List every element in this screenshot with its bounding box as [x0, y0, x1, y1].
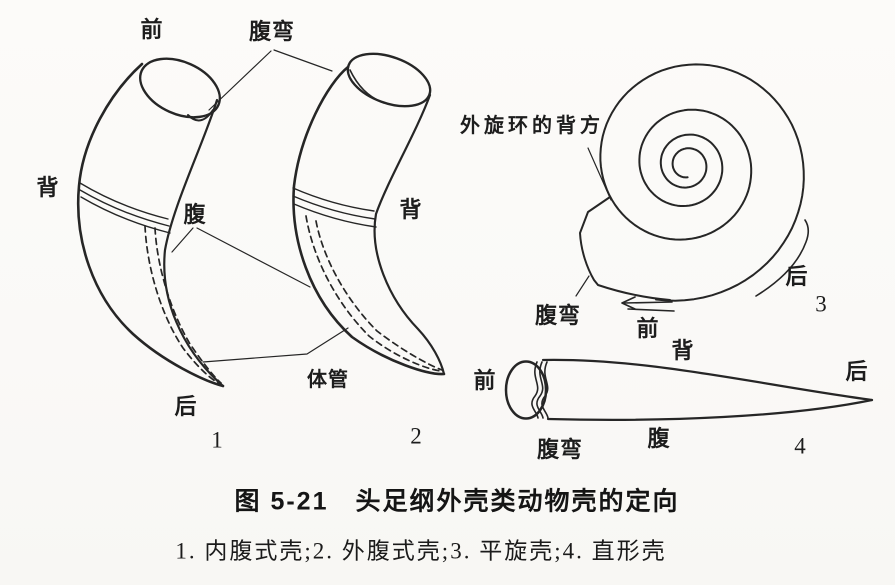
outer-whorl-dorsal-leader — [587, 147, 612, 201]
shell2-left-edge — [292, 65, 446, 376]
arrow-underline — [627, 308, 675, 312]
shell1-growth-lines — [79, 182, 171, 234]
siphuncle-label: 体管 — [307, 369, 349, 391]
shell1-endogastric — [76, 57, 225, 388]
dorsal-label-shell4: 背 — [671, 338, 695, 363]
venter-label-shell4: 腹 — [647, 426, 671, 451]
shell1-inner-edge — [163, 98, 225, 388]
growth-direction-arrow — [621, 296, 675, 312]
shell1-number: 1 — [211, 427, 223, 453]
spiral-ventral-bend-leader — [575, 275, 590, 297]
rear-label-shell4: 后 — [845, 359, 869, 384]
shell2-exogastric — [292, 52, 446, 376]
dorsal-label-shell1: 背 — [36, 175, 60, 200]
planispiral-body-chamber — [579, 196, 671, 301]
ventral-bend-label-shell4: 腹弯 — [536, 437, 584, 462]
figure-subcaption: 1. 内腹式壳;2. 外腹式壳;3. 平旋壳;4. 直形壳 — [175, 538, 667, 564]
front-label-shell4: 前 — [473, 368, 497, 393]
venter-label: 腹 — [183, 202, 207, 227]
arrow-head — [621, 296, 636, 310]
figure-caption: 图 5-21 头足纲外壳类动物壳的定向 — [234, 487, 680, 516]
front-label-spiral: 前 — [636, 316, 660, 341]
ventral-bend-leader-left — [208, 50, 272, 111]
planispiral-outer-lip-arc — [755, 219, 810, 297]
ventral-bend-leader-right — [273, 49, 333, 72]
shell2-number: 2 — [410, 423, 422, 449]
shell1-outer-edge — [76, 62, 225, 388]
planispiral-whorls — [599, 63, 805, 302]
shell1-aperture-lip — [187, 109, 214, 122]
shell4-number: 4 — [794, 433, 806, 459]
spiral-number: 3 — [815, 291, 827, 317]
shell3-planispiral — [575, 63, 810, 312]
shell4-growth-waves — [531, 361, 549, 419]
siphuncle-leader — [202, 327, 349, 363]
dorsal-label-shell2: 背 — [399, 197, 423, 222]
shell2-right-edge — [373, 93, 446, 376]
arrow-shaft — [623, 301, 673, 304]
outer-whorl-dorsal-label: 外旋环的背方 — [460, 115, 604, 137]
shell2-aperture-lip — [349, 69, 385, 104]
rear-label-shell1: 后 — [174, 394, 198, 419]
shell4-top-edge — [541, 358, 874, 402]
shell4-straight — [504, 358, 874, 421]
ventral-bend-label-top: 腹弯 — [248, 19, 296, 44]
venter-leader-left — [171, 227, 194, 253]
shell2-growth-lines — [292, 187, 377, 228]
shell1-aperture — [139, 57, 221, 119]
rear-label-spiral: 后 — [785, 264, 809, 289]
front-label-shell1: 前 — [140, 17, 164, 42]
venter-leader-right — [196, 227, 311, 288]
shell4-bottom-edge — [546, 398, 874, 421]
shell1-siphuncle-dashes — [144, 225, 222, 385]
shell4-aperture — [504, 360, 548, 420]
shell2-siphuncle-dashes — [305, 215, 443, 372]
leader-lines-left — [171, 49, 349, 363]
ventral-bend-label-spiral: 腹弯 — [534, 303, 582, 328]
